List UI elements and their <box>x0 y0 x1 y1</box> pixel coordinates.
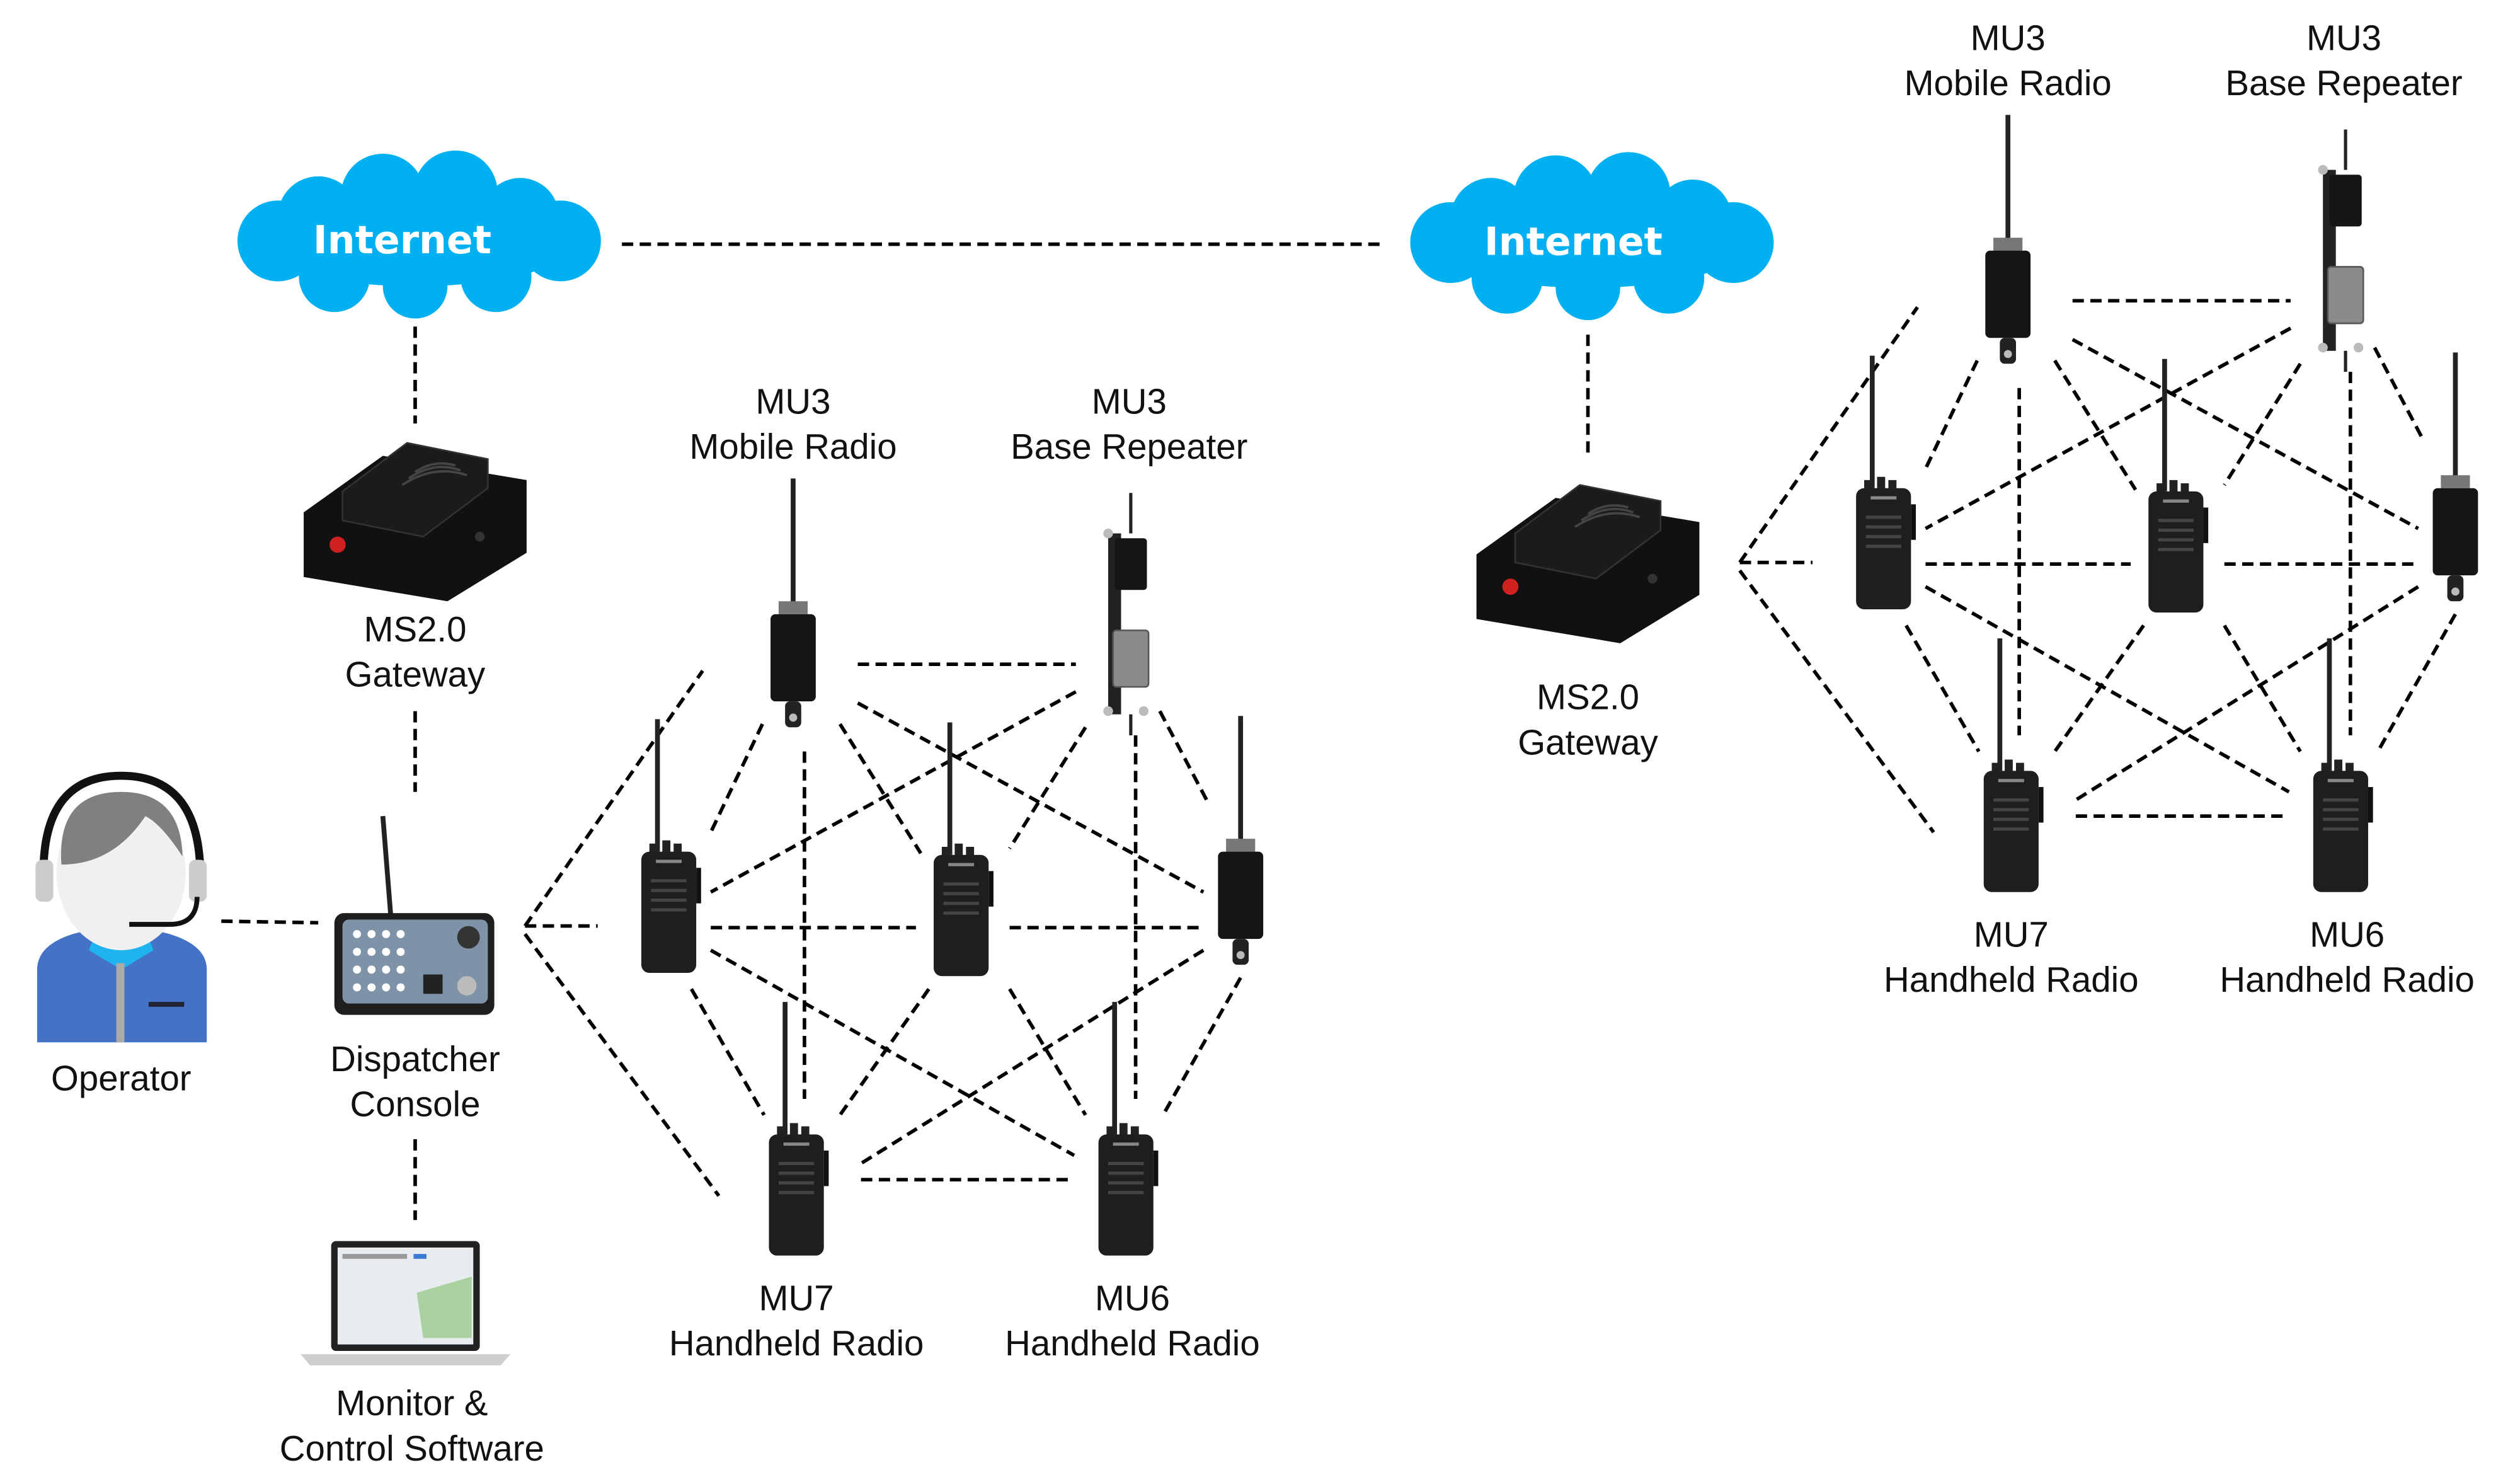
repeater-label-2: Base Repeater <box>2225 63 2462 103</box>
mesh-links-left <box>525 664 1240 1196</box>
operator-console-link <box>221 919 319 925</box>
mesh-left: MU3 Mobile Radio MU3 Base Repeater MU7 H… <box>641 381 1263 1363</box>
mobile-radio-icon <box>770 478 816 727</box>
gateway-right-label-2: Gateway <box>1518 722 1658 762</box>
handheld-radio-icon <box>1099 1002 1159 1256</box>
mu6-label-2: Handheld Radio <box>1005 1323 1260 1363</box>
handheld-radio-icon <box>2313 638 2373 892</box>
operator-label: Operator <box>51 1059 192 1098</box>
laptop-icon <box>300 1241 511 1366</box>
console-label-2: Console <box>350 1084 480 1124</box>
mu6-label-1: MU6 <box>1095 1278 1170 1318</box>
handheld-radio-icon <box>1984 638 2044 892</box>
software-label-1: Monitor & <box>336 1383 488 1423</box>
mobile-radio-icon <box>1218 716 1263 965</box>
base-repeater-icon <box>2318 129 2363 372</box>
mesh-links-right <box>1740 301 2456 832</box>
gateway-left-label-1: MS2.0 <box>364 609 466 649</box>
handheld-radio-icon <box>2148 359 2208 613</box>
mobile-radio-label-2: Mobile Radio <box>689 427 896 466</box>
mu7-label-1: MU7 <box>759 1278 834 1318</box>
base-repeater-icon <box>1103 493 1148 735</box>
handheld-radio-icon <box>1856 355 1916 609</box>
gateway-icon <box>1475 483 1701 645</box>
mobile-radio-label-1: MU3 <box>1971 18 2046 57</box>
internet-label: Internet <box>1484 219 1663 265</box>
mobile-radio-icon <box>2433 352 2478 601</box>
mesh-right: MU3 Mobile Radio MU3 Base Repeater MU7 H… <box>1856 18 2478 999</box>
repeater-label-2: Base Repeater <box>1011 427 1247 466</box>
mobile-radio-label-2: Mobile Radio <box>1904 63 2112 103</box>
repeater-label-1: MU3 <box>2306 18 2381 57</box>
repeater-label-1: MU3 <box>1092 381 1167 421</box>
dispatcher-console-icon <box>334 815 495 1015</box>
mu6-label-2: Handheld Radio <box>2219 960 2475 999</box>
mu7-label-1: MU7 <box>1974 914 2049 954</box>
gateway-left-label-2: Gateway <box>345 655 486 694</box>
console-label-1: Dispatcher <box>330 1039 500 1079</box>
mu7-label-2: Handheld Radio <box>669 1323 924 1363</box>
backbone-links <box>221 242 1590 1221</box>
internet-cloud-left: Internet <box>237 150 601 319</box>
gateway-right-label-1: MS2.0 <box>1537 677 1639 717</box>
gateway-icon <box>302 442 528 603</box>
mu6-label-1: MU6 <box>2310 914 2385 954</box>
internet-label: Internet <box>313 217 491 263</box>
internet-cloud-right: Internet <box>1410 152 1774 321</box>
handheld-radio-icon <box>769 1002 829 1256</box>
software-label-2: Control Software <box>280 1428 544 1468</box>
mu7-label-2: Handheld Radio <box>1884 960 2139 999</box>
handheld-radio-icon <box>934 723 994 977</box>
handheld-radio-icon <box>641 719 701 973</box>
mobile-radio-icon <box>1985 115 2030 364</box>
operator-avatar <box>35 771 207 1043</box>
mobile-radio-label-1: MU3 <box>755 381 830 421</box>
